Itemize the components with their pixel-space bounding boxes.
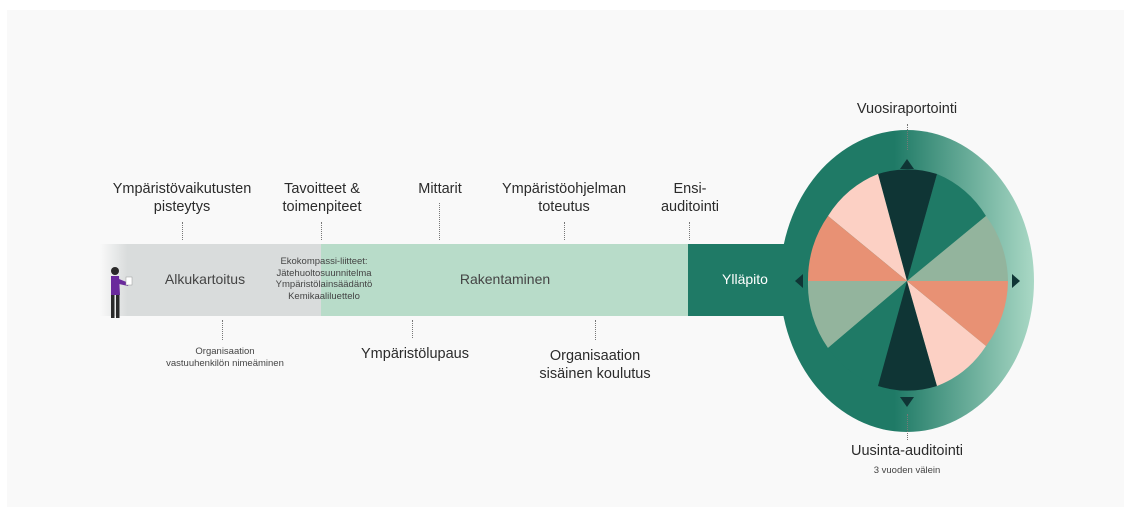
arrow-up-icon	[900, 159, 914, 169]
label-mittarit: Mittarit	[418, 181, 462, 197]
phase-alkukartoitus: Alkukartoitus	[164, 271, 246, 287]
connector-toteutus	[564, 222, 565, 240]
label-toteutus: Ympäristöohjelman toteutus	[501, 181, 627, 215]
arrow-left-icon	[795, 274, 803, 288]
connector-lupaus	[412, 320, 413, 338]
connector-ensiauditointi	[689, 222, 690, 240]
person-icon	[111, 267, 133, 318]
label-vuosiraportointi: Vuosiraportointi	[856, 101, 958, 117]
alkukartoitus-band	[100, 244, 330, 316]
arrow-right-icon	[1012, 274, 1020, 288]
label-tavoitteet: Tavoitteet & toimenpiteet	[282, 181, 362, 215]
label-uusinta-note: 3 vuoden välein	[873, 465, 941, 476]
connector-koulutus	[595, 320, 596, 340]
label-pisteytys: Ympäristövaikutusten pisteytys	[112, 181, 252, 215]
phase-yllapito: Ylläpito	[722, 271, 768, 287]
label-uusinta-auditointi: Uusinta-auditointi	[850, 443, 964, 459]
label-koulutus: Organisaation sisäinen koulutus	[539, 348, 651, 382]
phase-rakentaminen: Rakentaminen	[459, 271, 551, 287]
connector-tavoitteet	[321, 222, 322, 240]
connector-pisteytys	[182, 222, 183, 240]
connector-uusinta	[907, 414, 908, 440]
phase-liitteet: Ekokompassi-liitteet: Jätehuoltosuunnite…	[275, 256, 373, 302]
connector-mittarit	[439, 203, 440, 240]
label-lupaus: Ympäristölupaus	[361, 346, 469, 362]
connector-nimeaminen	[222, 320, 223, 340]
label-nimeaminen: Organisaation vastuuhenkilön nimeäminen	[166, 346, 284, 369]
arrow-down-icon	[900, 397, 914, 407]
cycle-wheel	[807, 169, 1008, 391]
label-ensiauditointi: Ensi- auditointi	[660, 181, 720, 215]
connector-vuosiraportointi	[907, 124, 908, 150]
rakentaminen-band	[321, 244, 690, 316]
